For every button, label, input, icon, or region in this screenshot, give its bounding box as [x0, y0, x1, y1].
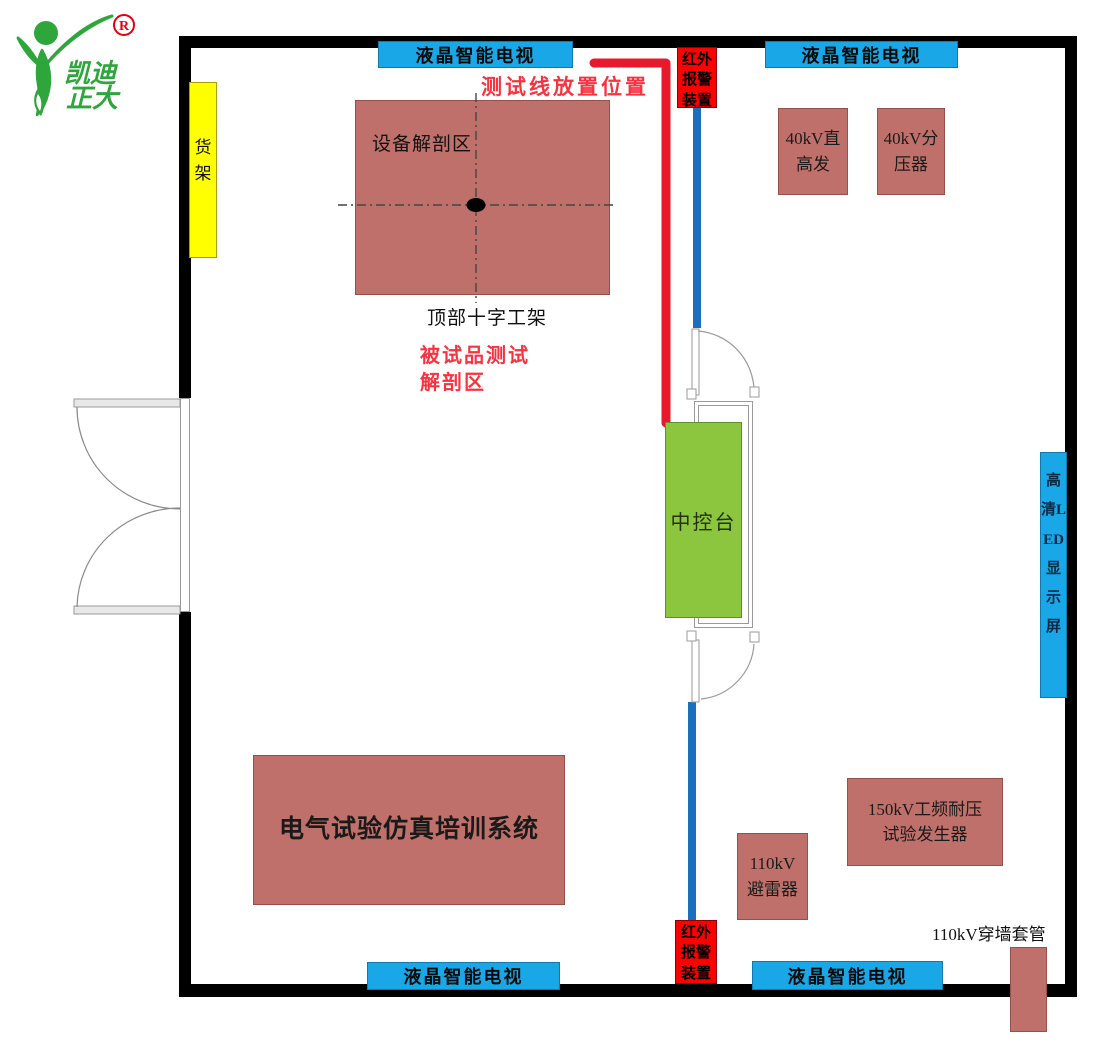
registered-mark-icon	[113, 14, 135, 36]
tv-label: 液晶智能电视	[415, 45, 536, 66]
led-display: 高清LED显示屏	[1040, 452, 1067, 698]
tv-bottom-left: 液晶智能电视	[367, 962, 560, 990]
wall-right	[1065, 36, 1077, 997]
red-test-cable	[589, 58, 671, 428]
ir-alarm-top: 红外报警装置	[677, 47, 717, 109]
voltage-divider-box: 40kV分 压器	[877, 108, 945, 195]
tv-top-right: 液晶智能电视	[765, 41, 958, 68]
registered-mark-letter: R	[119, 19, 130, 34]
voltage-divider-line2: 压器	[894, 154, 928, 174]
voltage-divider-line1: 40kV分	[883, 129, 939, 148]
dissection-area-label: 设备解剖区	[372, 134, 473, 155]
left-door-frame	[180, 398, 190, 612]
specimen-test-note: 被试品测试 解剖区	[420, 343, 530, 397]
wall-bushing-box	[1010, 947, 1047, 1032]
wall-left-lower	[179, 612, 191, 997]
specimen-note-line2: 解剖区	[420, 372, 486, 394]
top-cross-frame-label: 顶部十字工架	[427, 308, 548, 329]
arrester-box: 110kV 避雷器	[737, 833, 808, 920]
logo-name-line2: 正大	[66, 83, 121, 113]
dissection-area: 设备解剖区	[355, 100, 610, 295]
withstand-line2: 试验发生器	[882, 825, 968, 844]
tv-top-left: 液晶智能电视	[378, 41, 573, 68]
tv-label: 液晶智能电视	[801, 45, 922, 66]
hv-generator-line1: 40kV直	[785, 129, 841, 148]
tv-bottom-right: 液晶智能电视	[752, 961, 943, 990]
withstand-generator-box: 150kV工频耐压 试验发生器	[847, 778, 1003, 866]
test-line-note: 测试线放置位置	[481, 76, 649, 99]
tv-label: 液晶智能电视	[787, 966, 908, 987]
central-console-label: 中控台	[670, 511, 737, 534]
tv-label: 液晶智能电视	[403, 967, 524, 987]
training-system-label: 电气试验仿真培训系统	[278, 816, 539, 844]
logo-arm-left	[16, 36, 42, 68]
hv-generator-line2: 高发	[796, 154, 830, 174]
hv-generator-box: 40kV直 高发	[778, 108, 848, 195]
specimen-note-line1: 被试品测试	[420, 345, 530, 367]
central-console: 中控台	[665, 422, 742, 618]
withstand-line1: 150kV工频耐压	[867, 799, 983, 819]
company-logo: 凯迪 正大 R	[16, 14, 135, 117]
training-system-box: 电气试验仿真培训系统	[253, 755, 565, 905]
logo-head	[34, 21, 58, 45]
logo-leaf-inner	[36, 94, 42, 111]
wall-bushing-label: 110kV穿墙套管	[932, 925, 1046, 944]
arrester-line1: 110kV	[749, 854, 796, 873]
logo-name-line1: 凯迪	[64, 58, 119, 88]
arrester-line2: 避雷器	[747, 879, 798, 899]
shelf: 货架	[189, 82, 217, 258]
wall-left-upper	[179, 36, 191, 398]
ir-alarm-bottom: 红外报警装置	[675, 920, 717, 984]
